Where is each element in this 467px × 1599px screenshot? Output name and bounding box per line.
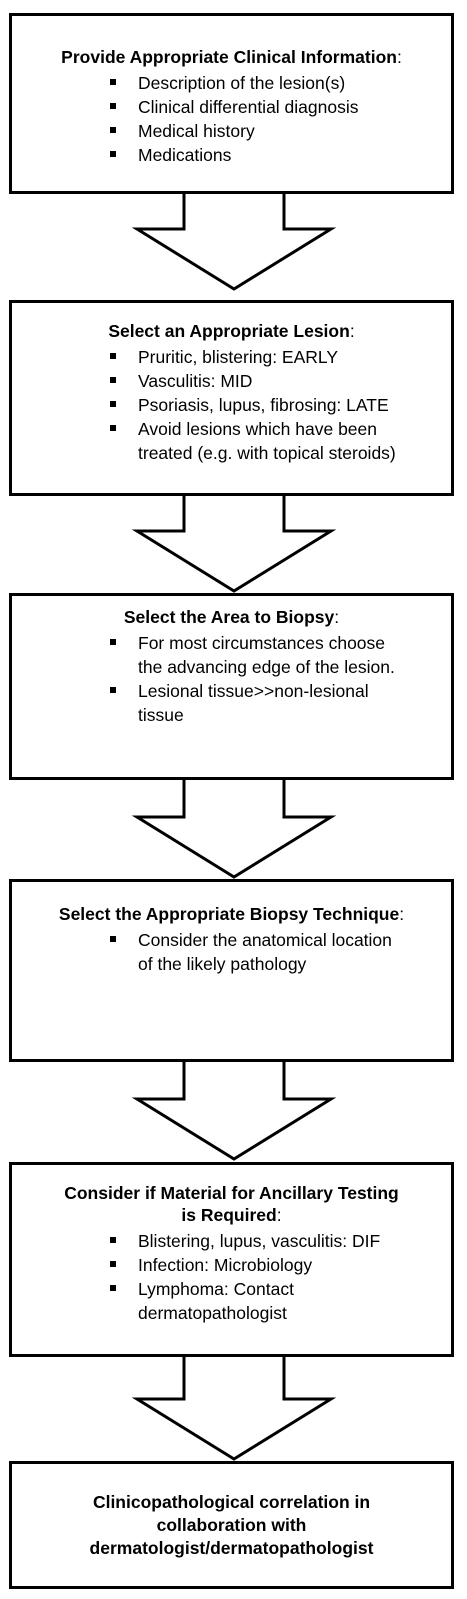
list-item: Lesional tissue>>non-lesional tissue	[110, 679, 405, 727]
list-item: Medical history	[110, 119, 441, 143]
step-box-biopsy-technique: Select the Appropriate Biopsy Technique:…	[9, 879, 454, 1062]
step-title-text: is Required	[181, 1205, 277, 1225]
final-text-line: collaboration with	[156, 1514, 307, 1535]
list-item: Infection: Microbiology	[110, 1253, 410, 1277]
list-item: Pruritic, blistering: EARLY	[110, 345, 420, 369]
step-title-line: is Required:	[22, 1204, 441, 1226]
final-text: Clinicopathological correlation in colla…	[90, 1491, 374, 1560]
bullet-list: Blistering, lupus, vasculitis: DIF Infec…	[110, 1229, 410, 1325]
down-arrow-3	[131, 775, 337, 879]
bullet-list: Pruritic, blistering: EARLY Vasculitis: …	[110, 345, 420, 465]
step-box-clinicopathological-correlation: Clinicopathological correlation in colla…	[9, 1461, 454, 1589]
down-arrow-5	[131, 1352, 337, 1461]
list-item: Blistering, lupus, vasculitis: DIF	[110, 1229, 410, 1253]
list-item: Medications	[110, 143, 441, 167]
final-text-line: dermatologist/dermatopathologist	[89, 1537, 374, 1558]
down-arrow-4	[131, 1057, 337, 1161]
step-box-area-to-biopsy: Select the Area to Biopsy: For most circ…	[9, 593, 454, 780]
bullet-list: Description of the lesion(s) Clinical di…	[110, 71, 441, 167]
list-item: Lymphoma: Contact dermatopathologist	[110, 1277, 410, 1325]
title-colon: :	[349, 321, 355, 341]
title-colon: :	[334, 607, 340, 627]
list-item: Psoriasis, lupus, fibrosing: LATE	[110, 393, 420, 417]
final-text-line: Clinicopathological correlation in	[92, 1491, 371, 1512]
down-arrow-2	[131, 491, 337, 593]
step-title: Select the Area to Biopsy:	[22, 606, 441, 628]
list-item: Vasculitis: MID	[110, 369, 420, 393]
title-colon: :	[396, 47, 402, 67]
step-box-ancillary-testing: Consider if Material for Ancillary Testi…	[9, 1162, 454, 1357]
bullet-list: Consider the anatomical location of the …	[110, 928, 410, 976]
list-item: Clinical differential diagnosis	[110, 95, 441, 119]
step-title: Select the Appropriate Biopsy Technique:	[22, 903, 441, 925]
title-colon: :	[399, 904, 405, 924]
step-title-text: Provide Appropriate Clinical Information	[61, 47, 397, 67]
step-title-text: Select the Area to Biopsy	[123, 607, 335, 627]
step-title-text: Select the Appropriate Biopsy Technique	[58, 904, 400, 924]
step-title: Provide Appropriate Clinical Information…	[22, 46, 441, 68]
bullet-list: For most circumstances choose the advanc…	[110, 631, 405, 727]
step-box-select-lesion: Select an Appropriate Lesion: Pruritic, …	[9, 300, 454, 496]
title-colon: :	[276, 1205, 282, 1225]
step-title: Select an Appropriate Lesion:	[22, 320, 441, 342]
step-title-line: Consider if Material for Ancillary Testi…	[64, 1183, 399, 1203]
list-item: For most circumstances choose the advanc…	[110, 631, 405, 679]
down-arrow-1	[131, 189, 337, 291]
list-item: Avoid lesions which have been treated (e…	[110, 417, 420, 465]
step-title-text: Select an Appropriate Lesion	[108, 321, 350, 341]
step-title: Consider if Material for Ancillary Testi…	[22, 1182, 441, 1226]
list-item: Consider the anatomical location of the …	[110, 928, 410, 976]
step-box-clinical-information: Provide Appropriate Clinical Information…	[9, 13, 454, 194]
list-item: Description of the lesion(s)	[110, 71, 441, 95]
